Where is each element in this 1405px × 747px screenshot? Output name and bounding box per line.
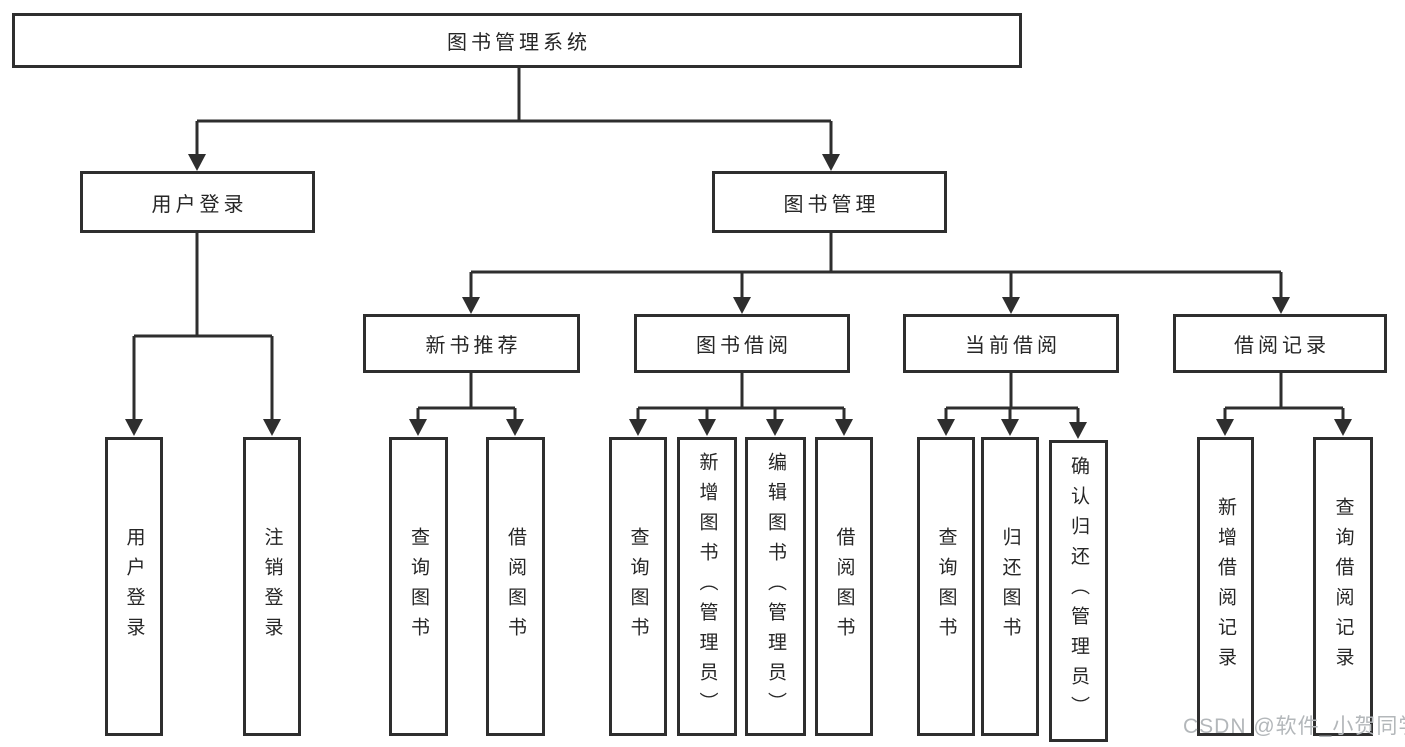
arrowhead-leaf-user-login — [125, 419, 143, 436]
node-leaf-cb-query-books: 查询图书 — [917, 437, 975, 736]
csdn-watermark: CSDN @软件_小贺同学 — [1183, 715, 1405, 738]
node-new-books-label: 新书推荐 — [425, 335, 522, 357]
node-current-borrow-label: 当前借阅 — [965, 335, 1061, 357]
connector-new-books-children — [416, 373, 517, 423]
arrowhead-leaf-logout — [263, 419, 281, 436]
connector-user-login-children — [132, 233, 274, 423]
node-leaf-cb-confirm-return-label: 确认归还（管理员） — [1068, 456, 1089, 726]
arrowhead-new-books — [462, 297, 480, 314]
node-current-borrow: 当前借阅 — [903, 314, 1119, 373]
connector-book-borrow-children — [636, 373, 846, 423]
node-leaf-nb-query-books-label: 查询图书 — [408, 526, 429, 647]
node-borrow-records: 借阅记录 — [1173, 314, 1387, 373]
node-root: 图书管理系统 — [12, 13, 1022, 68]
arrowhead-cb-confirm — [1069, 422, 1087, 439]
node-leaf-cb-return-books: 归还图书 — [981, 437, 1039, 736]
node-leaf-cb-confirm-return: 确认归还（管理员） — [1049, 440, 1108, 742]
node-leaf-cb-query-books-label: 查询图书 — [935, 526, 957, 647]
node-leaf-br-query-record: 查询借阅记录 — [1313, 437, 1373, 736]
node-book-management-label: 图书管理 — [783, 193, 880, 216]
node-leaf-bb-query-books: 查询图书 — [609, 437, 667, 736]
node-leaf-bb-query-books-label: 查询图书 — [627, 526, 649, 647]
node-leaf-cb-return-books-label: 归还图书 — [999, 526, 1021, 647]
connector-current-borrow-children — [944, 373, 1080, 426]
node-leaf-nb-borrow-books: 借阅图书 — [486, 437, 545, 736]
arrowhead-current-borrow — [1002, 297, 1020, 314]
node-leaf-logout: 注销登录 — [243, 437, 301, 736]
node-root-label: 图书管理系统 — [447, 32, 591, 54]
arrowhead-br-query — [1334, 419, 1352, 436]
node-user-login: 用户登录 — [80, 171, 315, 233]
node-user-login-label: 用户登录 — [151, 193, 248, 216]
connector-book-management-children — [469, 233, 1283, 300]
arrowhead-nb-query — [409, 419, 427, 436]
node-borrow-records-label: 借阅记录 — [1234, 335, 1330, 357]
node-leaf-bb-edit-books-label: 编辑图书（管理员） — [765, 451, 786, 722]
arrowhead-user-login — [188, 154, 206, 171]
node-new-books: 新书推荐 — [363, 314, 580, 373]
connector-root-to-level2 — [195, 68, 833, 158]
node-leaf-br-add-record-label: 新增借阅记录 — [1215, 496, 1236, 677]
arrowhead-book-management — [822, 154, 840, 171]
node-leaf-user-login-label: 用户登录 — [123, 526, 145, 647]
node-book-management: 图书管理 — [712, 171, 947, 233]
node-leaf-bb-add-books: 新增图书（管理员） — [677, 437, 737, 736]
arrowhead-bb-borrow — [835, 419, 853, 436]
node-leaf-logout-label: 注销登录 — [261, 526, 283, 647]
arrowhead-nb-borrow — [506, 419, 524, 436]
arrowhead-br-add — [1216, 419, 1234, 436]
node-book-borrow-label: 图书借阅 — [696, 335, 792, 357]
arrowhead-cb-query — [937, 419, 955, 436]
node-leaf-br-query-record-label: 查询借阅记录 — [1332, 496, 1354, 677]
node-leaf-nb-borrow-books-label: 借阅图书 — [505, 526, 526, 647]
arrowhead-bb-edit — [766, 419, 784, 436]
connector-borrow-records-children — [1223, 373, 1345, 423]
node-book-borrow: 图书借阅 — [634, 314, 850, 373]
node-leaf-bb-add-books-label: 新增图书（管理员） — [696, 451, 718, 722]
node-leaf-bb-edit-books: 编辑图书（管理员） — [745, 437, 806, 736]
arrowhead-book-borrow — [733, 297, 751, 314]
arrowhead-bb-add — [698, 419, 716, 436]
node-leaf-bb-borrow-books: 借阅图书 — [815, 437, 873, 736]
arrowhead-bb-query — [629, 419, 647, 436]
arrowhead-borrow-records — [1272, 297, 1290, 314]
node-leaf-user-login: 用户登录 — [105, 437, 163, 736]
node-leaf-bb-borrow-books-label: 借阅图书 — [833, 526, 855, 647]
node-leaf-nb-query-books: 查询图书 — [389, 437, 448, 736]
arrowhead-cb-return — [1001, 419, 1019, 436]
node-leaf-br-add-record: 新增借阅记录 — [1197, 437, 1254, 736]
